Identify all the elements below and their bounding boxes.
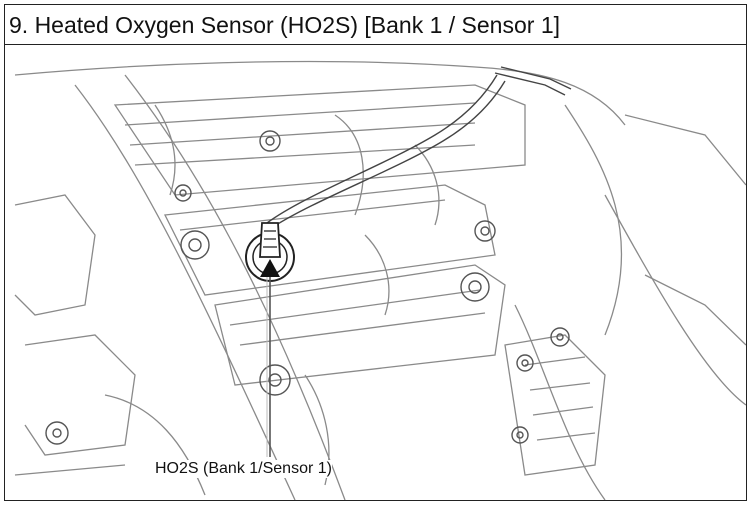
engine-illustration: HO2S (Bank 1/Sensor 1) [5,45,746,500]
mounting-bolts [45,130,570,445]
heated-oxygen-sensor [245,222,295,282]
engine-block-outline [14,60,746,500]
page-title: 9. Heated Oxygen Sensor (HO2S) [Bank 1 /… [9,12,561,38]
sensor-callout-label: HO2S (Bank 1/Sensor 1) [155,460,332,478]
diagram-frame: 9. Heated Oxygen Sensor (HO2S) [Bank 1 /… [4,4,747,501]
sensor-wire-harness [266,66,572,228]
engine-line-drawing [14,60,746,500]
title-bar: 9. Heated Oxygen Sensor (HO2S) [Bank 1 /… [5,5,746,45]
sensor-callout-arrowhead [260,259,280,277]
